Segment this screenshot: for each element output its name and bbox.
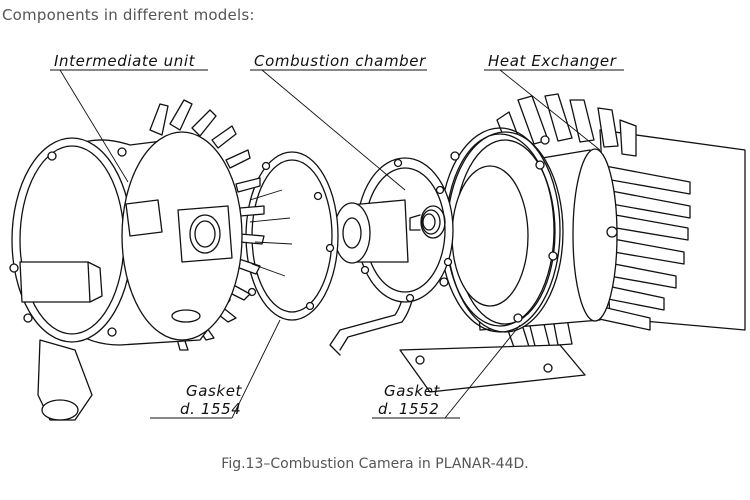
label-heat-exchanger: Heat Exchanger: [488, 52, 617, 70]
label-gasket-1552-size: d. 1552: [378, 400, 439, 418]
intermediate-unit: [9, 99, 293, 421]
section-header: Components in different models:: [2, 6, 255, 24]
figure-caption: Fig.13–Combustion Camera in PLANAR-44D.: [221, 456, 529, 472]
label-gasket-1552-title: Gasket: [384, 382, 441, 400]
gasket-1552: [439, 127, 561, 333]
leader-lines: [50, 69, 624, 419]
combustion-chamber: [329, 157, 454, 356]
heat-exchanger: [399, 93, 746, 393]
label-intermediate-unit: Intermediate unit: [54, 52, 196, 70]
label-gasket-1554-title: Gasket: [186, 382, 243, 400]
label-gasket-1554-size: d. 1554: [180, 400, 241, 418]
label-combustion-chamber: Combustion chamber: [254, 52, 426, 70]
